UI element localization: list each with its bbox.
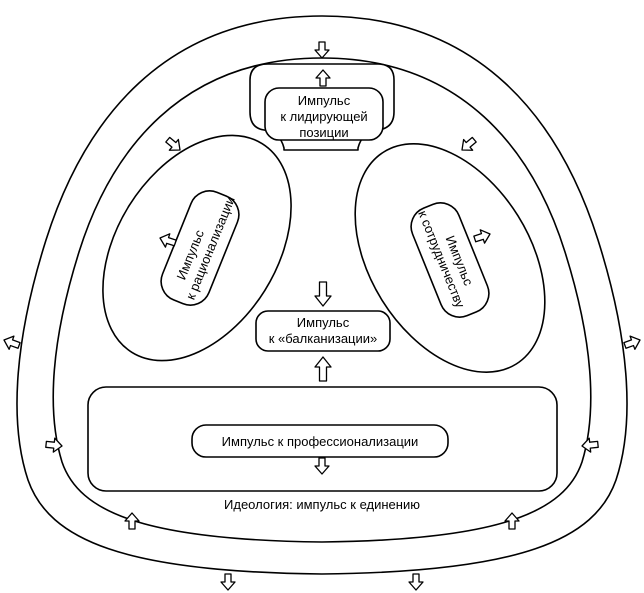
professionalization-label: Импульс к профессионализации — [222, 434, 419, 449]
cooperation-group: Импульс к сотрудничеству — [354, 143, 546, 373]
balkanization-label-line2: к «балканизации» — [269, 331, 378, 346]
balkanization-label-line1: Импульс — [297, 315, 350, 330]
arrow-bottom-left-outward — [220, 573, 236, 591]
arrow-right-outward — [621, 332, 644, 353]
balkanization-box — [255, 310, 391, 352]
cooperation-box — [410, 202, 490, 318]
rationalization-group: Импульс к рационализации — [102, 134, 292, 362]
arrow-left-outward — [0, 332, 23, 353]
arrow-bottom-right-outward — [408, 573, 424, 591]
leadership-box — [264, 87, 384, 141]
rationalization-box — [160, 190, 240, 306]
leadership-label-line1: Импульс — [298, 93, 351, 108]
leadership-label-line2: к лидирующей — [280, 109, 367, 124]
ideology-label: Идеология: импульс к единению — [224, 497, 420, 512]
professionalization-box — [191, 424, 449, 458]
leadership-label-line3: позиции — [299, 125, 348, 140]
